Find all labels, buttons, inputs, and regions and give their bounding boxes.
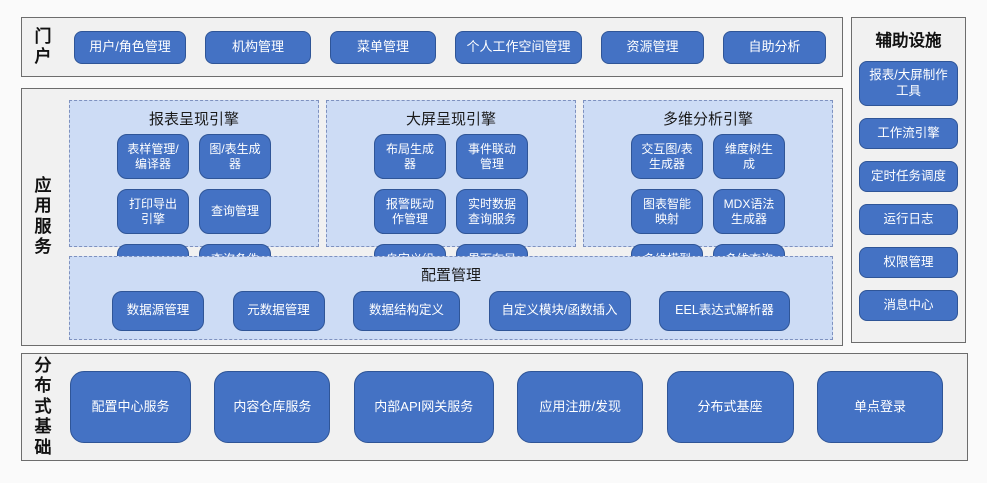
node-dimension-tree-generation: 维度树生成 <box>713 134 785 179</box>
node-distributed-pedestal: 分布式基座 <box>666 371 794 443</box>
aux-button-column: 报表/大屏制作工具 工作流引擎 定时任务调度 运行日志 权限管理 消息中心 <box>852 61 965 321</box>
aux-facilities-section: 辅助设施 报表/大屏制作工具 工作流引擎 定时任务调度 运行日志 权限管理 消息… <box>851 17 966 343</box>
app-services-section: 应用服务 报表呈现引擎 表样管理/编译器 图/表生成器 打印导出引擎 查询管理 … <box>21 88 843 346</box>
app-services-label: 应用服务 <box>34 176 52 257</box>
node-user-role-management: 用户/角色管理 <box>74 30 186 64</box>
portal-label: 门户 <box>34 27 52 67</box>
node-alarm-action-management: 报警既动作管理 <box>374 189 446 234</box>
node-self-service-analysis: 自助分析 <box>723 30 826 64</box>
node-layout-generator: 布局生成器 <box>374 134 446 179</box>
report-engine-title: 报表呈现引擎 <box>148 111 239 128</box>
node-scheduled-task-scheduling: 定时任务调度 <box>859 161 958 192</box>
node-mdx-syntax-generator: MDX语法生成器 <box>713 189 785 234</box>
report-engine-group: 报表呈现引擎 表样管理/编译器 图/表生成器 打印导出引擎 查询管理 缓存管理 … <box>69 100 319 289</box>
distributed-base-label: 分布式基础 <box>34 356 52 457</box>
node-chart-smart-mapping: 图表智能映射 <box>631 189 703 234</box>
node-metadata-management: 元数据管理 <box>232 291 325 331</box>
distributed-base-button-row: 配置中心服务 内容仓库服务 内部API网关服务 应用注册/发现 分布式基座 单点… <box>70 354 943 460</box>
node-content-repository-service: 内容仓库服务 <box>214 371 331 443</box>
node-report-style-compiler: 表样管理/编译器 <box>117 134 189 179</box>
node-resource-management: 资源管理 <box>601 30 704 64</box>
node-permission-management: 权限管理 <box>859 247 958 278</box>
aux-facilities-title: 辅助设施 <box>875 32 942 50</box>
node-internal-api-gateway-service: 内部API网关服务 <box>353 371 494 443</box>
node-data-structure-definition: 数据结构定义 <box>353 291 460 331</box>
olap-engine-title: 多维分析引擎 <box>662 111 753 128</box>
portal-section: 门户 用户/角色管理 机构管理 菜单管理 个人工作空间管理 资源管理 自助分析 <box>21 17 843 77</box>
config-management-title: 配置管理 <box>420 267 481 284</box>
node-custom-module-function-insert: 自定义模块/函数插入 <box>488 291 631 331</box>
engine-row: 报表呈现引擎 表样管理/编译器 图/表生成器 打印导出引擎 查询管理 缓存管理 … <box>69 100 833 289</box>
node-datasource-management: 数据源管理 <box>112 291 204 331</box>
node-menu-management: 菜单管理 <box>330 30 436 64</box>
node-run-logs: 运行日志 <box>859 204 958 235</box>
config-management-group: 配置管理 数据源管理 元数据管理 数据结构定义 自定义模块/函数插入 EEL表达… <box>69 256 833 340</box>
node-event-linkage-management: 事件联动管理 <box>456 134 528 179</box>
node-report-bigscreen-authoring-tool: 报表/大屏制作工具 <box>859 61 958 106</box>
node-personal-workspace-management: 个人工作空间管理 <box>455 30 582 64</box>
portal-button-row: 用户/角色管理 机构管理 菜单管理 个人工作空间管理 资源管理 自助分析 <box>74 18 826 76</box>
node-config-center-service: 配置中心服务 <box>70 371 191 443</box>
node-org-management: 机构管理 <box>205 30 311 64</box>
bigscreen-engine-group: 大屏呈现引擎 布局生成器 事件联动管理 报警既动作管理 实时数据查询服务 自定义… <box>326 100 576 289</box>
node-message-center: 消息中心 <box>859 290 958 321</box>
config-button-row: 数据源管理 元数据管理 数据结构定义 自定义模块/函数插入 EEL表达式解析器 <box>70 291 832 331</box>
distributed-base-section: 分布式基础 配置中心服务 内容仓库服务 内部API网关服务 应用注册/发现 分布… <box>21 353 968 461</box>
node-print-export-engine: 打印导出引擎 <box>117 189 189 234</box>
node-interactive-chart-generator: 交互图/表生成器 <box>631 134 703 179</box>
olap-engine-group: 多维分析引擎 交互图/表生成器 维度树生成 图表智能映射 MDX语法生成器 多维… <box>583 100 833 289</box>
node-workflow-engine: 工作流引擎 <box>859 118 958 149</box>
bigscreen-engine-title: 大屏呈现引擎 <box>405 111 496 128</box>
node-chart-table-generator: 图/表生成器 <box>199 134 271 179</box>
node-single-sign-on: 单点登录 <box>816 371 943 443</box>
node-app-registration-discovery: 应用注册/发现 <box>517 371 644 443</box>
node-query-management: 查询管理 <box>199 189 271 234</box>
node-realtime-data-query-service: 实时数据查询服务 <box>456 189 528 234</box>
node-eel-expression-parser: EEL表达式解析器 <box>659 291 790 331</box>
